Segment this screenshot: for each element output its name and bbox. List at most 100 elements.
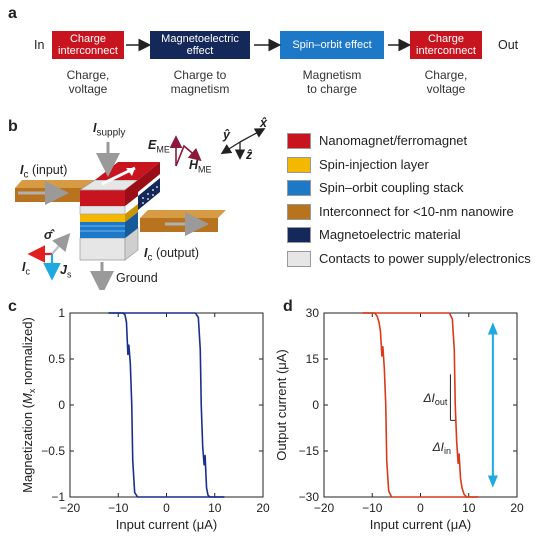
x-axis-label: Input current (μA) bbox=[370, 517, 471, 532]
ic-small-label: Ic bbox=[22, 260, 30, 277]
legend-label-6: Contacts to power supply/electronics bbox=[319, 250, 531, 266]
isupply-subscript: supply bbox=[96, 127, 126, 139]
y-tick-label: −0.5 bbox=[41, 444, 65, 458]
panel-a-letter: a bbox=[8, 5, 17, 22]
flow-box-1: Charge interconnect bbox=[52, 31, 124, 59]
y-axis-label: Output current (μA) bbox=[276, 349, 289, 461]
isupply-label: Isupply bbox=[93, 121, 125, 139]
panel-a-arrows bbox=[126, 38, 412, 52]
axis-y-arrow bbox=[220, 141, 241, 155]
y-tick-label: 15 bbox=[306, 352, 320, 366]
flow-box-2: Magnetoelectric effect bbox=[150, 31, 250, 59]
js-symbol: J bbox=[60, 263, 67, 277]
x-tick-label: −10 bbox=[108, 501, 129, 515]
x-tick-label: 20 bbox=[256, 501, 270, 515]
eme-label: EME bbox=[148, 138, 170, 155]
x-tick-label: 10 bbox=[462, 501, 476, 515]
legend-swatch-1 bbox=[287, 133, 311, 149]
series-line-1 bbox=[108, 312, 225, 498]
in-label: In bbox=[34, 38, 45, 52]
soc-stack bbox=[80, 222, 125, 238]
y-axis-label: Magnetization (Mx normalized) bbox=[20, 317, 37, 493]
plot-frame bbox=[323, 312, 518, 498]
y-tick-label: −1 bbox=[51, 490, 65, 504]
x-tick-label: −20 bbox=[314, 501, 335, 515]
panel-b-letter: b bbox=[8, 118, 18, 135]
flow-box-4: Charge interconnect bbox=[410, 31, 482, 59]
x-tick-label: 0 bbox=[417, 501, 424, 515]
legend-label-1: Nanomagnet/ferromagnet bbox=[319, 133, 468, 148]
ic-output-label: Ic (output) bbox=[144, 246, 199, 264]
legend-swatch-6 bbox=[287, 250, 311, 267]
magnetoelectric-material bbox=[138, 178, 160, 210]
y-tick-label: 1 bbox=[58, 306, 65, 320]
js-label: Js bbox=[60, 263, 71, 280]
x-tick-label: −10 bbox=[362, 501, 383, 515]
ground-label: Ground bbox=[116, 271, 158, 285]
axis-x-label: x̂ bbox=[260, 116, 267, 130]
hme-symbol: H bbox=[189, 158, 199, 172]
isupply-symbol: I bbox=[93, 121, 97, 135]
hme-label: HME bbox=[189, 158, 212, 175]
y-tick-label: 0 bbox=[312, 398, 319, 412]
range-arrow-head-bottom bbox=[487, 475, 498, 488]
sigma-arrow bbox=[51, 233, 71, 255]
eme-symbol: E bbox=[148, 138, 157, 152]
y-tick-label: 0 bbox=[58, 398, 65, 412]
device-schematic bbox=[15, 128, 266, 290]
hme-arrow bbox=[175, 144, 202, 167]
y-tick-label: 30 bbox=[306, 306, 320, 320]
ic-small-symbol: I bbox=[22, 260, 26, 274]
panel-c-letter: c bbox=[8, 298, 17, 315]
legend-swatch-4 bbox=[287, 203, 311, 220]
js-subscript: s bbox=[66, 269, 72, 280]
x-tick-label: 10 bbox=[208, 501, 222, 515]
flow-caption-3: Magnetism to charge bbox=[302, 68, 362, 96]
ic-output-symbol: I bbox=[144, 246, 148, 260]
flow-box-3: Spin–orbit effect bbox=[280, 31, 384, 59]
legend-label-5: Magnetoelectric material bbox=[319, 227, 461, 242]
flow-caption-2: Charge to magnetism bbox=[170, 68, 230, 96]
plot-frame bbox=[69, 312, 264, 498]
axis-y-label: ŷ bbox=[223, 128, 230, 142]
delta-in-label: ΔIin bbox=[432, 440, 451, 456]
axis-z-label: ẑ bbox=[246, 148, 253, 162]
y-tick-label: −15 bbox=[299, 444, 320, 458]
interconnect-output bbox=[140, 210, 226, 218]
x-tick-label: 0 bbox=[163, 501, 170, 515]
ic-small-subscript: c bbox=[25, 266, 30, 277]
contact-bottom bbox=[79, 237, 126, 261]
range-arrow-head-top bbox=[487, 322, 498, 335]
ic-input-label: Ic (input) bbox=[20, 163, 67, 181]
x-tick-label: −20 bbox=[60, 501, 81, 515]
ic-input-symbol: I bbox=[20, 163, 24, 177]
out-label: Out bbox=[498, 38, 519, 52]
legend-label-2: Spin-injection layer bbox=[319, 156, 429, 172]
delta-out-label: ΔIout bbox=[423, 391, 448, 407]
panel-d-letter: d bbox=[283, 298, 293, 315]
ic-input-text: (input) bbox=[28, 163, 68, 177]
flow-caption-1: Charge, voltage bbox=[66, 68, 110, 96]
spin-injection-layer bbox=[80, 214, 125, 222]
series-line-1 bbox=[362, 312, 479, 498]
y-tick-label: 0.5 bbox=[48, 352, 65, 366]
legend-swatch-2 bbox=[287, 156, 311, 173]
flow-caption-4: Charge, voltage bbox=[424, 68, 468, 96]
eme-subscript: ME bbox=[156, 144, 170, 155]
axis-x-arrow bbox=[239, 128, 266, 143]
ic-output-text: (output) bbox=[152, 246, 200, 260]
y-tick-label: −30 bbox=[299, 490, 320, 504]
hme-subscript: ME bbox=[198, 164, 212, 175]
ic-output-subscript: c bbox=[147, 252, 153, 264]
series-line-2 bbox=[108, 312, 225, 498]
sigma-label: σ̂ bbox=[44, 228, 53, 242]
series-line-2 bbox=[362, 312, 479, 498]
x-axis-label: Input current (μA) bbox=[116, 517, 217, 532]
ic-input-subscript: c bbox=[23, 169, 29, 181]
legend-label-3: Spin–orbit coupling stack bbox=[319, 180, 464, 195]
x-tick-label: 20 bbox=[510, 501, 524, 515]
nanomagnet bbox=[80, 190, 125, 206]
legend-label-4: Interconnect for <10-nm nanowire bbox=[319, 203, 514, 219]
